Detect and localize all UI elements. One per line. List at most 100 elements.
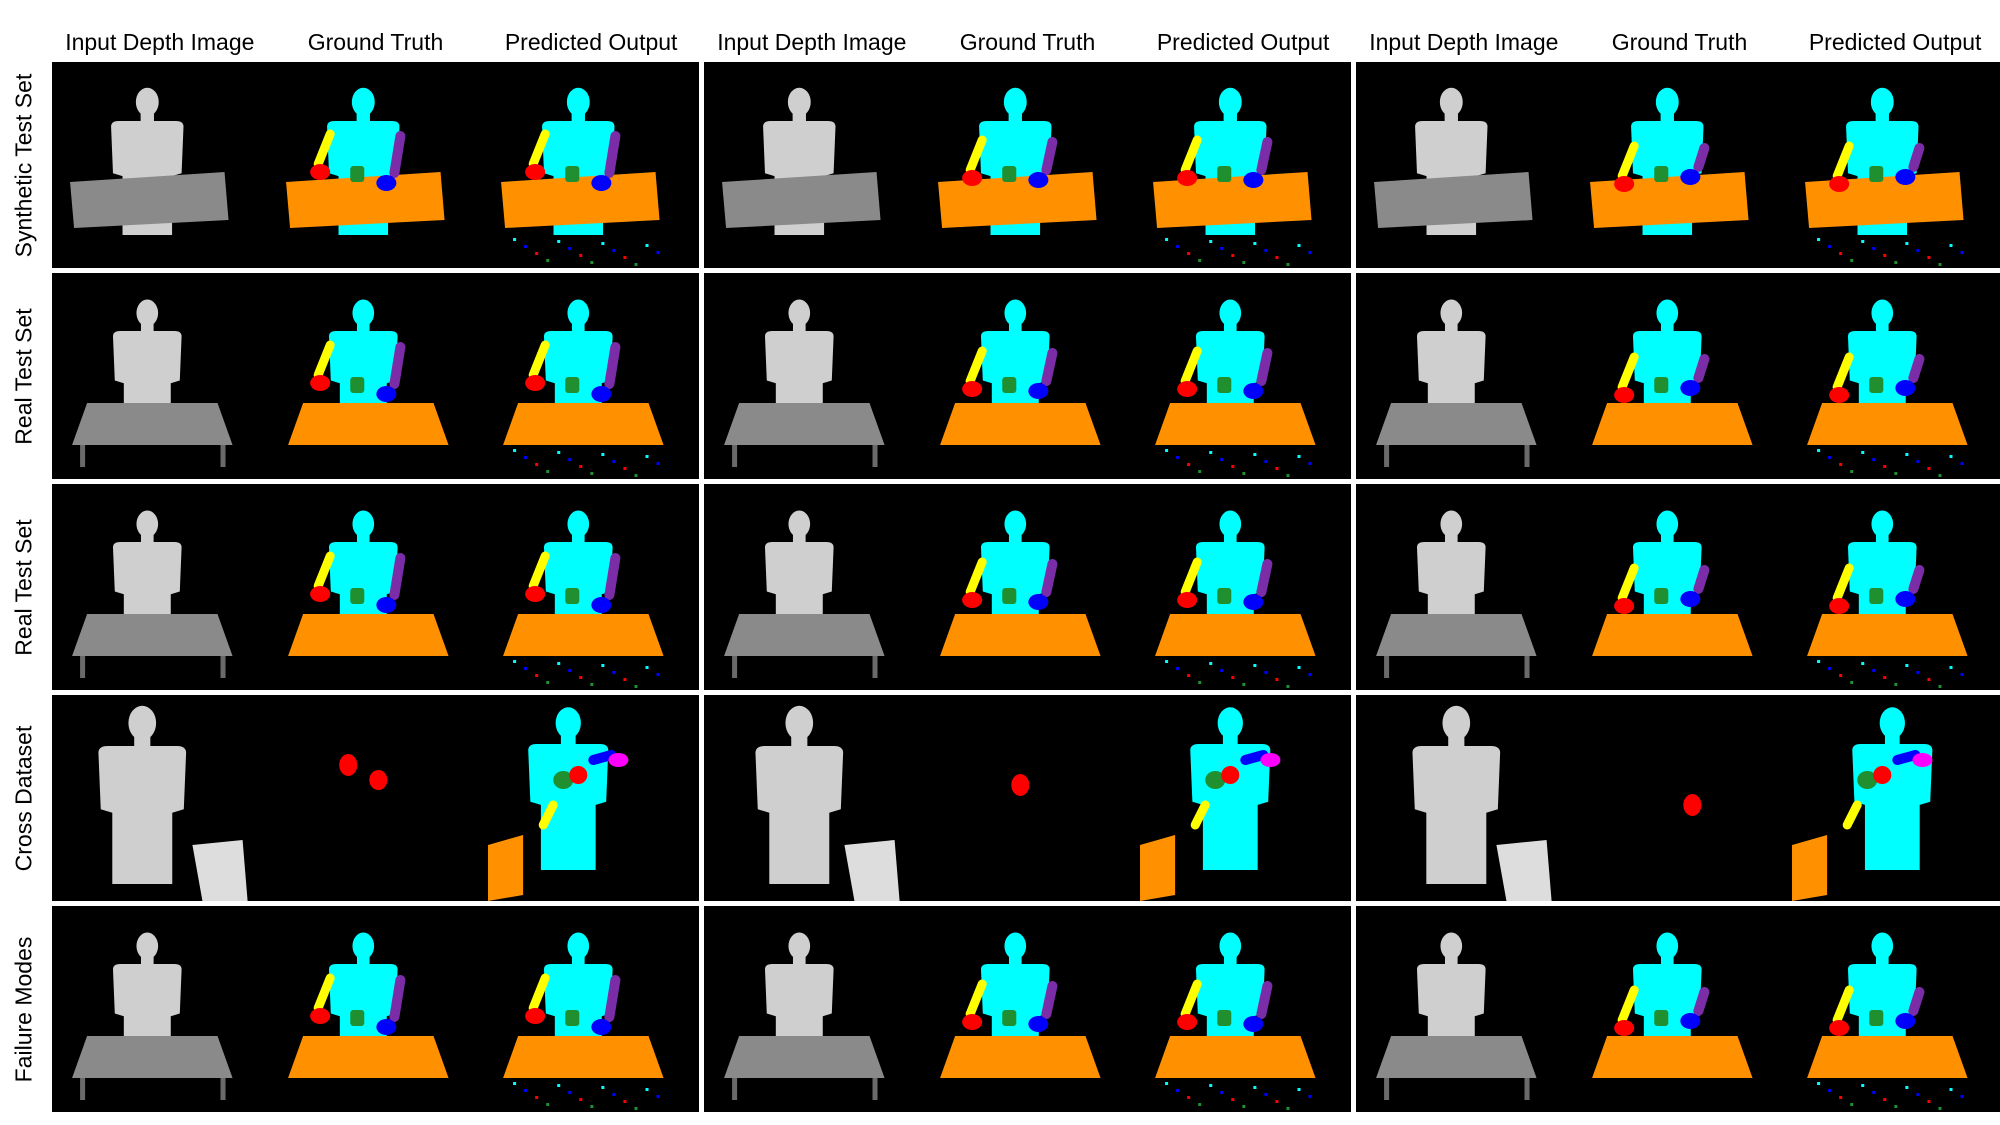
panel-drawing	[722, 87, 881, 235]
column-header: Ground Truth	[959, 29, 1096, 55]
depth-image	[52, 695, 268, 901]
row-label-text: Real Test Set	[10, 518, 37, 656]
panel-drawing	[1412, 705, 1552, 901]
column-header: Predicted Output	[1808, 29, 1982, 55]
panel-drawing	[1376, 510, 1537, 678]
panel-drawing	[488, 707, 629, 901]
predicted-image	[1787, 62, 2000, 268]
panel-drawing	[1376, 932, 1537, 1100]
panel-drawing	[287, 299, 449, 445]
panel-drawing	[1155, 299, 1316, 477]
panel-drawing	[755, 705, 900, 901]
panel-drawing	[937, 87, 1097, 235]
predicted-image	[483, 62, 699, 268]
ground-truth-image	[267, 62, 484, 268]
row-label-text: Failure Modes	[10, 936, 37, 1082]
ground-truth-image	[1571, 273, 1788, 479]
panel-drawing	[287, 510, 449, 656]
predicted-image	[1135, 62, 1351, 268]
predicted-image	[1787, 273, 2000, 479]
panel-drawing	[1155, 510, 1316, 688]
panel-drawing	[939, 299, 1101, 445]
ground-truth-image	[267, 484, 484, 690]
panel-drawing	[1010, 774, 1029, 796]
predicted-image	[483, 695, 699, 901]
depth-image	[52, 906, 268, 1112]
depth-image	[52, 62, 268, 268]
panel-drawing	[338, 754, 388, 790]
ground-truth-image	[919, 484, 1136, 690]
panel-drawing	[503, 510, 664, 688]
ground-truth-image	[919, 695, 1136, 901]
column-header: Input Depth Image	[1369, 29, 1559, 55]
predicted-image	[483, 906, 699, 1112]
predicted-image	[1787, 906, 2000, 1112]
panel-drawing	[285, 87, 445, 235]
panel-drawing	[72, 299, 233, 467]
panel-drawing	[98, 705, 248, 901]
predicted-image	[483, 273, 699, 479]
predicted-image	[1135, 273, 1351, 479]
panel-drawing	[72, 510, 233, 678]
ground-truth-image	[1571, 695, 1788, 901]
row-label-text: Cross Dataset	[10, 725, 37, 871]
panel-drawing	[1591, 299, 1753, 445]
ground-truth-image	[919, 62, 1136, 268]
column-header: Predicted Output	[1156, 29, 1330, 55]
panel-drawing	[70, 87, 229, 235]
predicted-image	[483, 484, 699, 690]
predicted-image	[1787, 484, 2000, 690]
panel-drawing	[1591, 932, 1753, 1078]
column-header: Ground Truth	[307, 29, 444, 55]
depth-image	[52, 273, 268, 479]
panel-drawing	[72, 932, 233, 1100]
panel-drawing	[287, 932, 449, 1078]
ground-truth-image	[267, 695, 484, 901]
panel-drawing	[939, 932, 1101, 1078]
column-header: Ground Truth	[1611, 29, 1748, 55]
panel-drawing	[1140, 707, 1281, 901]
depth-image	[1356, 62, 1572, 268]
panel-drawing	[1807, 299, 1968, 477]
row-label: Real Test Set	[8, 273, 40, 479]
panel-drawing	[1805, 87, 1964, 266]
panel-drawing	[1792, 707, 1933, 901]
panel-drawing	[1682, 794, 1702, 816]
panel-drawing	[1155, 932, 1316, 1110]
panel-drawing	[1376, 299, 1537, 467]
predicted-image	[1135, 484, 1351, 690]
panel-drawing	[939, 510, 1101, 656]
ground-truth-image	[267, 906, 484, 1112]
ground-truth-image	[267, 273, 484, 479]
panel-drawing	[501, 87, 660, 266]
depth-image	[704, 62, 920, 268]
panel-drawing	[1589, 87, 1749, 235]
row-label: Cross Dataset	[8, 695, 40, 901]
row-label-text: Synthetic Test Set	[10, 73, 37, 257]
ground-truth-image	[919, 906, 1136, 1112]
row-label: Failure Modes	[8, 906, 40, 1112]
panel-drawing	[1153, 87, 1312, 266]
panel-drawing	[1807, 932, 1968, 1110]
panel-drawing	[1807, 510, 1968, 688]
panel-drawing	[1591, 510, 1753, 656]
row-label-text: Real Test Set	[10, 307, 37, 445]
ground-truth-image	[1571, 484, 1788, 690]
depth-image	[1356, 695, 1572, 901]
depth-image	[1356, 484, 1572, 690]
panel-drawing	[503, 299, 664, 477]
ground-truth-image	[1571, 62, 1788, 268]
panel-drawing	[1374, 87, 1533, 235]
depth-image	[1356, 906, 1572, 1112]
depth-image	[52, 484, 268, 690]
column-header: Predicted Output	[504, 29, 678, 55]
predicted-image	[1135, 906, 1351, 1112]
depth-image	[704, 695, 920, 901]
predicted-image	[1787, 695, 2000, 901]
depth-image	[704, 906, 920, 1112]
depth-image	[704, 484, 920, 690]
predicted-image	[1135, 695, 1351, 901]
column-header: Input Depth Image	[65, 29, 255, 55]
depth-image	[1356, 273, 1572, 479]
panel-drawing	[724, 510, 885, 678]
